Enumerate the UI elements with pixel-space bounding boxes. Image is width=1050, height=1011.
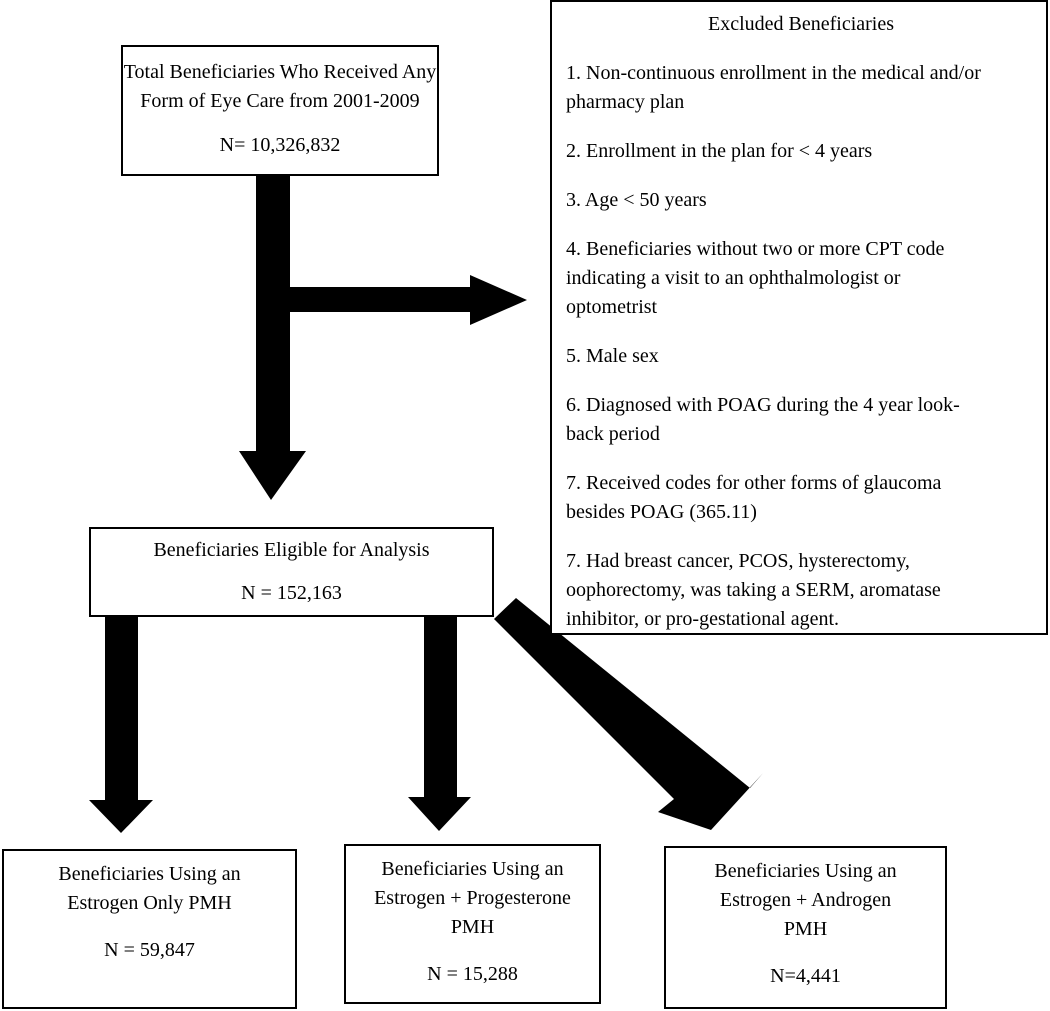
exclusion-line: back period	[566, 423, 660, 445]
eligible-beneficiaries-box: Beneficiaries Eligible for Analysis N = …	[89, 527, 494, 617]
arrow-to-estrogen-androgen	[494, 598, 764, 830]
estrogen-only-line-2: Estrogen Only PMH	[67, 892, 232, 914]
estrogen-only-line-1: Beneficiaries Using an	[58, 863, 241, 885]
exclusion-criterion-3: 3. Age < 50 years	[566, 186, 1036, 215]
arrow-to-excluded	[290, 275, 527, 325]
exclusion-criterion-1: 1. Non-continuous enrollment in the medi…	[566, 59, 1036, 117]
exclusion-line: 2. Enrollment in the plan for < 4 years	[566, 140, 873, 162]
exclusion-line: besides POAG (365.11)	[566, 501, 757, 523]
exclusion-criterion-6: 6. Diagnosed with POAG during the 4 year…	[566, 391, 1036, 449]
exclusion-line: pharmacy plan	[566, 91, 685, 113]
exclusion-line: optometrist	[566, 296, 658, 318]
estrogen-only-box: Beneficiaries Using an Estrogen Only PMH…	[2, 849, 297, 1009]
arrow-total-to-eligible	[239, 176, 306, 500]
exclusion-line: 6. Diagnosed with POAG during the 4 year…	[566, 394, 960, 416]
excluded-title: Excluded Beneficiaries	[707, 13, 895, 35]
estrogen-androgen-box: Beneficiaries Using an Estrogen + Androg…	[664, 846, 947, 1009]
estrogen-progesterone-box: Beneficiaries Using an Estrogen + Proges…	[344, 844, 601, 1004]
exclusion-line: 3. Age < 50 years	[566, 189, 707, 211]
arrow-to-estrogen-progesterone	[408, 617, 471, 831]
exclusion-line: indicating a visit to an ophthalmologist…	[566, 267, 901, 289]
estrogen-progesterone-line-2: Estrogen + Progesterone	[374, 887, 571, 909]
total-title-line-1: Total Beneficiaries Who Received Any	[123, 61, 437, 83]
total-beneficiaries-box: Total Beneficiaries Who Received Any For…	[121, 45, 439, 176]
estrogen-only-count: N = 59,847	[104, 939, 195, 961]
estrogen-androgen-line-1: Beneficiaries Using an	[714, 860, 897, 882]
arrow-to-estrogen-only	[89, 617, 153, 833]
estrogen-androgen-line-3: PMH	[783, 918, 828, 940]
exclusion-line: 7. Had breast cancer, PCOS, hysterectomy…	[566, 550, 910, 572]
eligible-count: N = 152,163	[241, 582, 342, 604]
exclusion-line: 5. Male sex	[566, 345, 659, 367]
estrogen-androgen-line-2: Estrogen + Androgen	[719, 889, 892, 911]
estrogen-progesterone-line-1: Beneficiaries Using an	[381, 858, 564, 880]
exclusion-line: oophorectomy, was taking a SERM, aromata…	[566, 579, 941, 601]
exclusion-line: 1. Non-continuous enrollment in the medi…	[566, 62, 981, 84]
exclusion-criterion-4: 4. Beneficiaries without two or more CPT…	[566, 235, 1036, 322]
total-title-line-2: Form of Eye Care from 2001-2009	[140, 90, 420, 112]
exclusion-criterion-2: 2. Enrollment in the plan for < 4 years	[566, 137, 1036, 166]
estrogen-androgen-count: N=4,441	[770, 965, 841, 987]
exclusion-line: inhibitor, or pro-gestational agent.	[566, 608, 840, 630]
exclusion-criterion-5: 5. Male sex	[566, 342, 1036, 371]
exclusion-line: 7. Received codes for other forms of gla…	[566, 472, 942, 494]
total-count: N= 10,326,832	[219, 134, 341, 156]
excluded-beneficiaries-box: Excluded Beneficiaries 1. Non-continuous…	[550, 0, 1048, 635]
exclusion-criterion-7a: 7. Received codes for other forms of gla…	[566, 469, 1036, 527]
exclusion-criterion-7b: 7. Had breast cancer, PCOS, hysterectomy…	[566, 547, 1036, 634]
exclusion-line: 4. Beneficiaries without two or more CPT…	[566, 238, 945, 260]
eligible-title: Beneficiaries Eligible for Analysis	[153, 539, 430, 561]
estrogen-progesterone-line-3: PMH	[450, 916, 495, 938]
estrogen-progesterone-count: N = 15,288	[427, 963, 518, 985]
